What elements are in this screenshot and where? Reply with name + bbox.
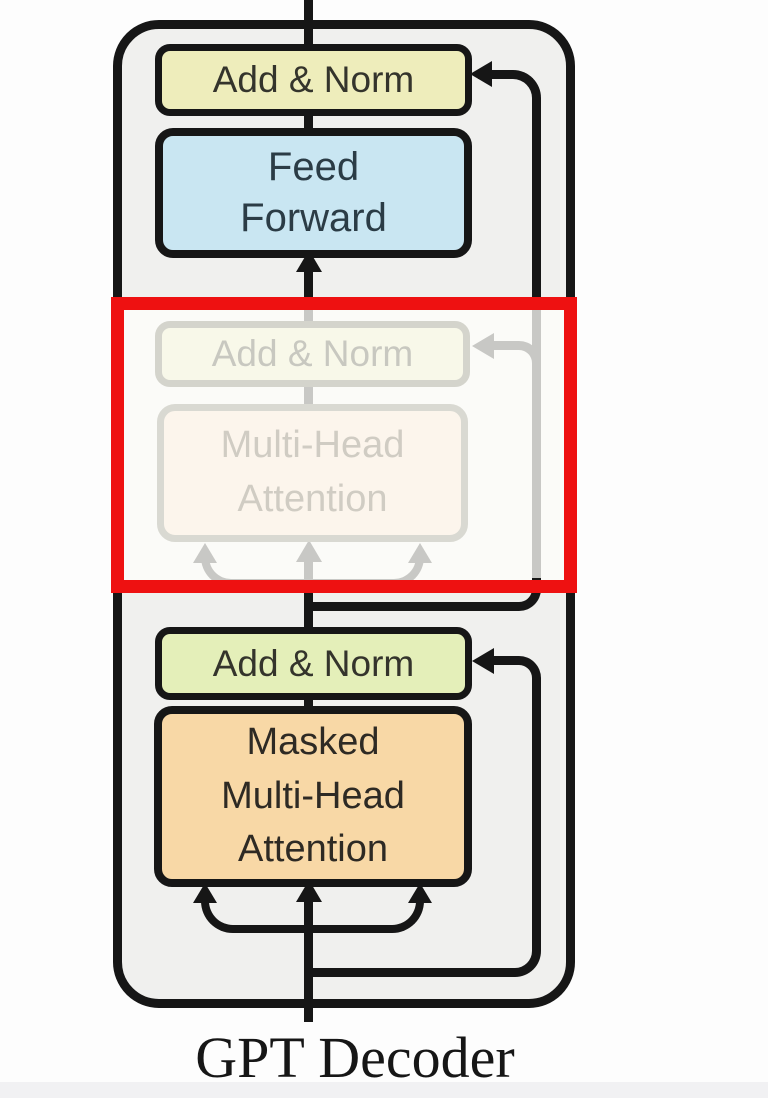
add-norm-faded-label: Add & Norm bbox=[211, 333, 414, 374]
removed-section-highlight bbox=[111, 297, 577, 593]
connector-addnorm-masked-mha bbox=[304, 696, 313, 712]
faded-connector-top bbox=[304, 303, 313, 323]
faded-residual-line bbox=[532, 303, 541, 585]
bottom-residual-top-elbow bbox=[486, 656, 541, 718]
diagram-caption: GPT Decoder bbox=[195, 1025, 515, 1090]
masked-multi-head-attention-block: Masked Multi-Head Attention bbox=[154, 706, 472, 887]
add-norm-bottom-block: Add & Norm bbox=[155, 627, 472, 700]
faded-connector-mid bbox=[304, 386, 313, 406]
multi-head-attention-faded-label: Multi-Head Attention bbox=[220, 424, 405, 520]
connector-addnorm-feedforward bbox=[304, 112, 313, 136]
add-norm-top-block: Add & Norm bbox=[155, 44, 472, 116]
connector-above-bottom-add-norm bbox=[304, 586, 313, 630]
masked-multi-head-attention-label: Masked Multi-Head Attention bbox=[221, 720, 405, 871]
bottom-residual-elbow bbox=[308, 714, 541, 977]
feed-forward-label: Feed Forward bbox=[240, 144, 387, 240]
input-line-bottom bbox=[304, 896, 313, 1022]
multi-head-attention-faded-block: Multi-Head Attention bbox=[157, 404, 468, 542]
bypass-jog-elbow bbox=[308, 578, 541, 611]
faded-arrowhead-left bbox=[193, 543, 217, 563]
arrowhead-masked-mha-right bbox=[408, 883, 432, 903]
add-norm-faded-block: Add & Norm bbox=[155, 321, 470, 387]
top-residual-elbow bbox=[478, 70, 541, 302]
bottom-band bbox=[0, 1082, 768, 1098]
connector-below-feed-forward bbox=[304, 268, 313, 300]
arrowhead-into-bottom-add-norm bbox=[472, 648, 494, 674]
input-arc-left bbox=[201, 897, 309, 933]
add-norm-bottom-label: Add & Norm bbox=[212, 642, 415, 684]
feed-forward-block: Feed Forward bbox=[155, 128, 472, 258]
add-norm-top-label: Add & Norm bbox=[212, 59, 415, 100]
faded-residual-elbow bbox=[486, 341, 541, 391]
output-line-top bbox=[304, 0, 313, 52]
input-arc-right bbox=[309, 897, 424, 933]
arrowhead-masked-mha-left bbox=[193, 883, 217, 903]
arrowhead-into-top-add-norm bbox=[470, 61, 492, 87]
faded-arrowhead-into-add-norm bbox=[472, 333, 494, 359]
faded-arrowhead-right bbox=[408, 543, 432, 563]
